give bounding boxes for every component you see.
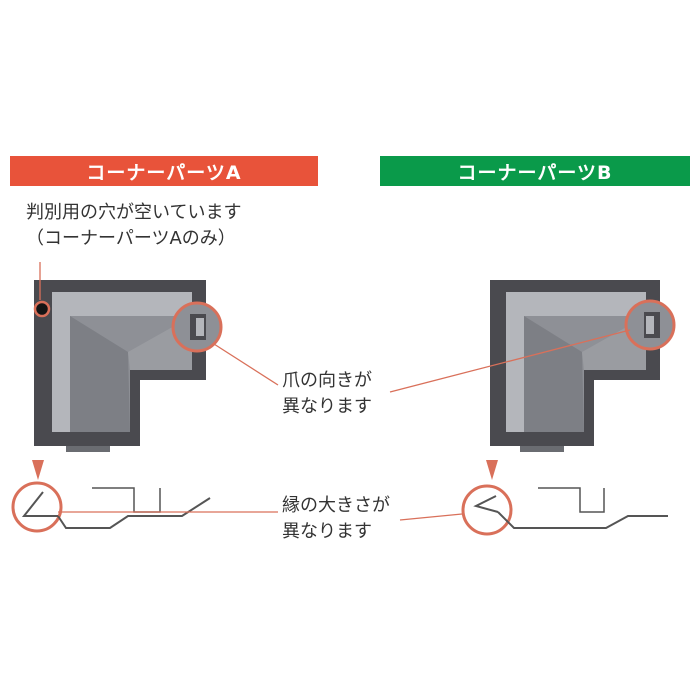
edge-callout-line1: 縁の大きさが [282, 495, 390, 516]
hole-marker-icon [33, 300, 51, 318]
part-a-banner: コーナーパーツA [10, 156, 318, 186]
hole-callout-line1: 判別用の穴が空いています [26, 202, 242, 223]
part-b-corner-illustration [490, 280, 676, 452]
claw-leader-b [389, 329, 631, 393]
part-a-bevel [52, 292, 192, 432]
pointer-triangle-icon [32, 460, 44, 480]
magnifier-ring-icon [461, 484, 513, 536]
magnifier-ring-icon [11, 481, 63, 533]
edge-callout-line2: 異なります [282, 521, 372, 542]
part-b-profile-illustration [461, 484, 668, 536]
callout-leader-lines [39, 262, 631, 521]
pointer-triangle-icon [486, 460, 498, 480]
part-a-corner-illustration [33, 280, 223, 452]
part-b-bevel [506, 292, 646, 432]
edge-callout-label: 縁の大きさが 異なります [282, 493, 390, 545]
claw-callout-label: 爪の向きが 異なります [282, 368, 372, 420]
claw-callout-line1: 爪の向きが [282, 370, 372, 391]
claw-callout-line2: 異なります [282, 396, 372, 417]
part-b-bottom-tab [520, 446, 564, 452]
part-a-bottom-tab [66, 446, 110, 452]
edge-leader-b [399, 513, 463, 521]
hole-callout-line2: （コーナーパーツAのみ） [26, 228, 236, 249]
hole-callout-label: 判別用の穴が空いています （コーナーパーツAのみ） [26, 200, 241, 252]
claw-leader-a [213, 343, 279, 386]
part-b-banner: コーナーパーツB [380, 156, 690, 186]
part-a-profile-illustration [11, 481, 211, 533]
